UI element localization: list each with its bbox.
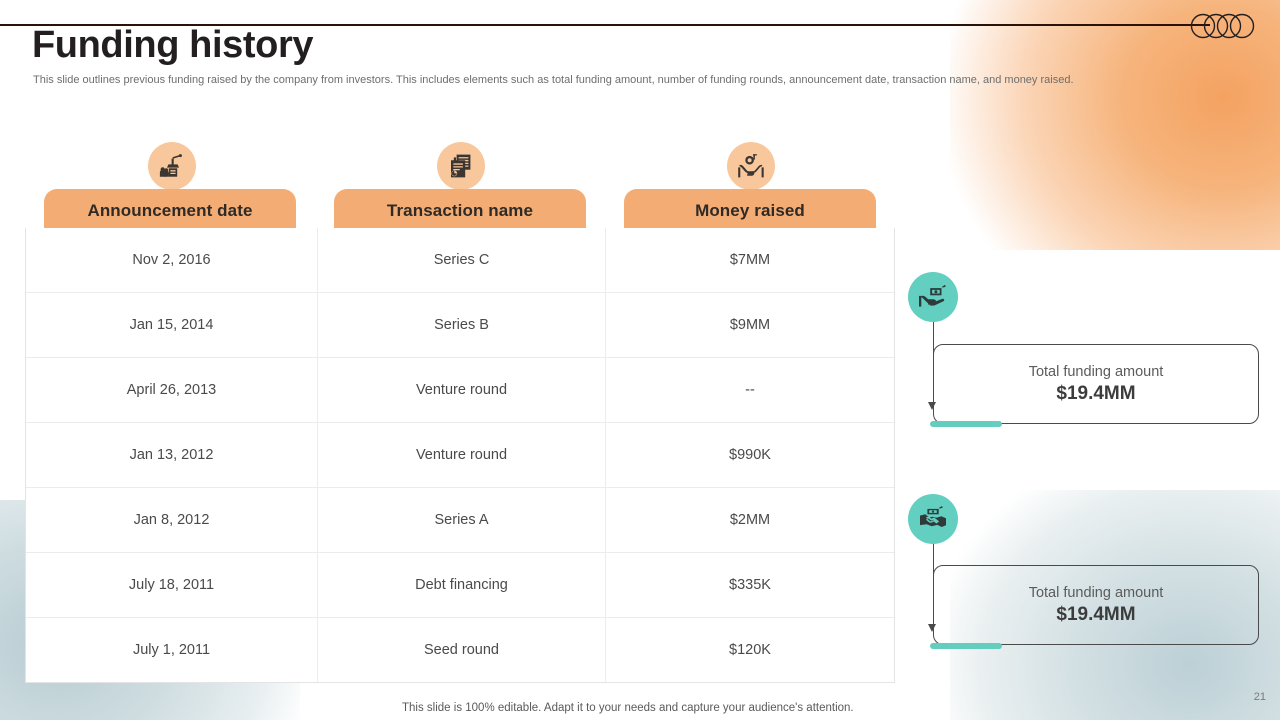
cell-transaction-name: Venture round — [318, 358, 606, 422]
handshake-deal-icon — [908, 494, 958, 544]
callout-value: $19.4MM — [1056, 604, 1136, 625]
cell-money-raised: $990K — [729, 447, 771, 463]
cell-announcement-date: Jan 15, 2014 — [26, 293, 318, 357]
cell-announcement-date: April 26, 2013 — [26, 358, 318, 422]
cell-money-raised: $7MM — [729, 252, 771, 268]
page-subtitle: This slide outlines previous funding rai… — [33, 74, 1074, 86]
callout-label: Total funding amount — [1028, 585, 1164, 601]
cell-transaction-name: Series A — [318, 488, 606, 552]
cell-announcement-date: Jan 8, 2012 — [26, 488, 318, 552]
footer-note: This slide is 100% editable. Adapt it to… — [402, 702, 854, 714]
cell-money-raised: $120K — [729, 642, 771, 658]
cell-transaction-name: Series C — [318, 228, 606, 292]
top-divider-line — [0, 24, 1210, 26]
column-header-label: Transaction name — [386, 201, 534, 220]
cell-transaction-name: Seed round — [318, 618, 606, 682]
cell-transaction-name: Debt financing — [318, 553, 606, 617]
cell-money-raised: $2MM — [729, 512, 771, 528]
cell-transaction-name: Venture round — [318, 423, 606, 487]
cell-announcement-date: Nov 2, 2016 — [26, 228, 318, 292]
table-row: Nov 2, 2016 Series C $7MM — [26, 228, 894, 293]
callout-connector-arrow — [928, 402, 936, 410]
callout-accent-bar — [930, 643, 1002, 649]
cell-announcement-date: July 1, 2011 — [26, 618, 318, 682]
table-row: July 1, 2011 Seed round $120K — [26, 618, 894, 682]
cell-announcement-date: July 18, 2011 — [26, 553, 318, 617]
callout-value: $19.4MM — [1056, 383, 1136, 404]
cell-money-raised: $335K — [729, 577, 771, 593]
hands-holding-money-icon — [727, 142, 775, 190]
page-title: Funding history — [32, 24, 314, 66]
announcement-podium-icon — [148, 142, 196, 190]
column-header-label: Money raised — [695, 201, 805, 220]
column-header-announcement-date: Announcement date — [44, 189, 296, 233]
column-header-label: Announcement date — [87, 201, 253, 220]
funding-history-table: Nov 2, 2016 Series C $7MM Jan 15, 2014 S… — [25, 228, 895, 683]
table-row: April 26, 2013 Venture round -- — [26, 358, 894, 423]
cell-transaction-name: Series B — [318, 293, 606, 357]
table-row: July 18, 2011 Debt financing $335K — [26, 553, 894, 618]
callout-label: Total funding amount — [1028, 364, 1164, 380]
page-number: 21 — [1253, 691, 1266, 703]
column-header-transaction-name: Transaction name — [334, 189, 586, 233]
cell-money-raised: -- — [745, 382, 755, 398]
four-rings-logo — [1190, 13, 1258, 39]
callout-card-total-funding-1: Total funding amount $19.4MM — [933, 344, 1259, 424]
column-header-money-raised: Money raised — [624, 189, 876, 233]
table-row: Jan 13, 2012 Venture round $990K — [26, 423, 894, 488]
callout-accent-bar — [930, 421, 1002, 427]
table-row: Jan 8, 2012 Series A $2MM — [26, 488, 894, 553]
cell-money-raised: $9MM — [729, 317, 771, 333]
hand-holding-cash-icon — [908, 272, 958, 322]
table-row: Jan 15, 2014 Series B $9MM — [26, 293, 894, 358]
documents-stack-icon — [437, 142, 485, 190]
callout-card-total-funding-2: Total funding amount $19.4MM — [933, 565, 1259, 645]
cell-announcement-date: Jan 13, 2012 — [26, 423, 318, 487]
callout-connector-arrow — [928, 624, 936, 632]
